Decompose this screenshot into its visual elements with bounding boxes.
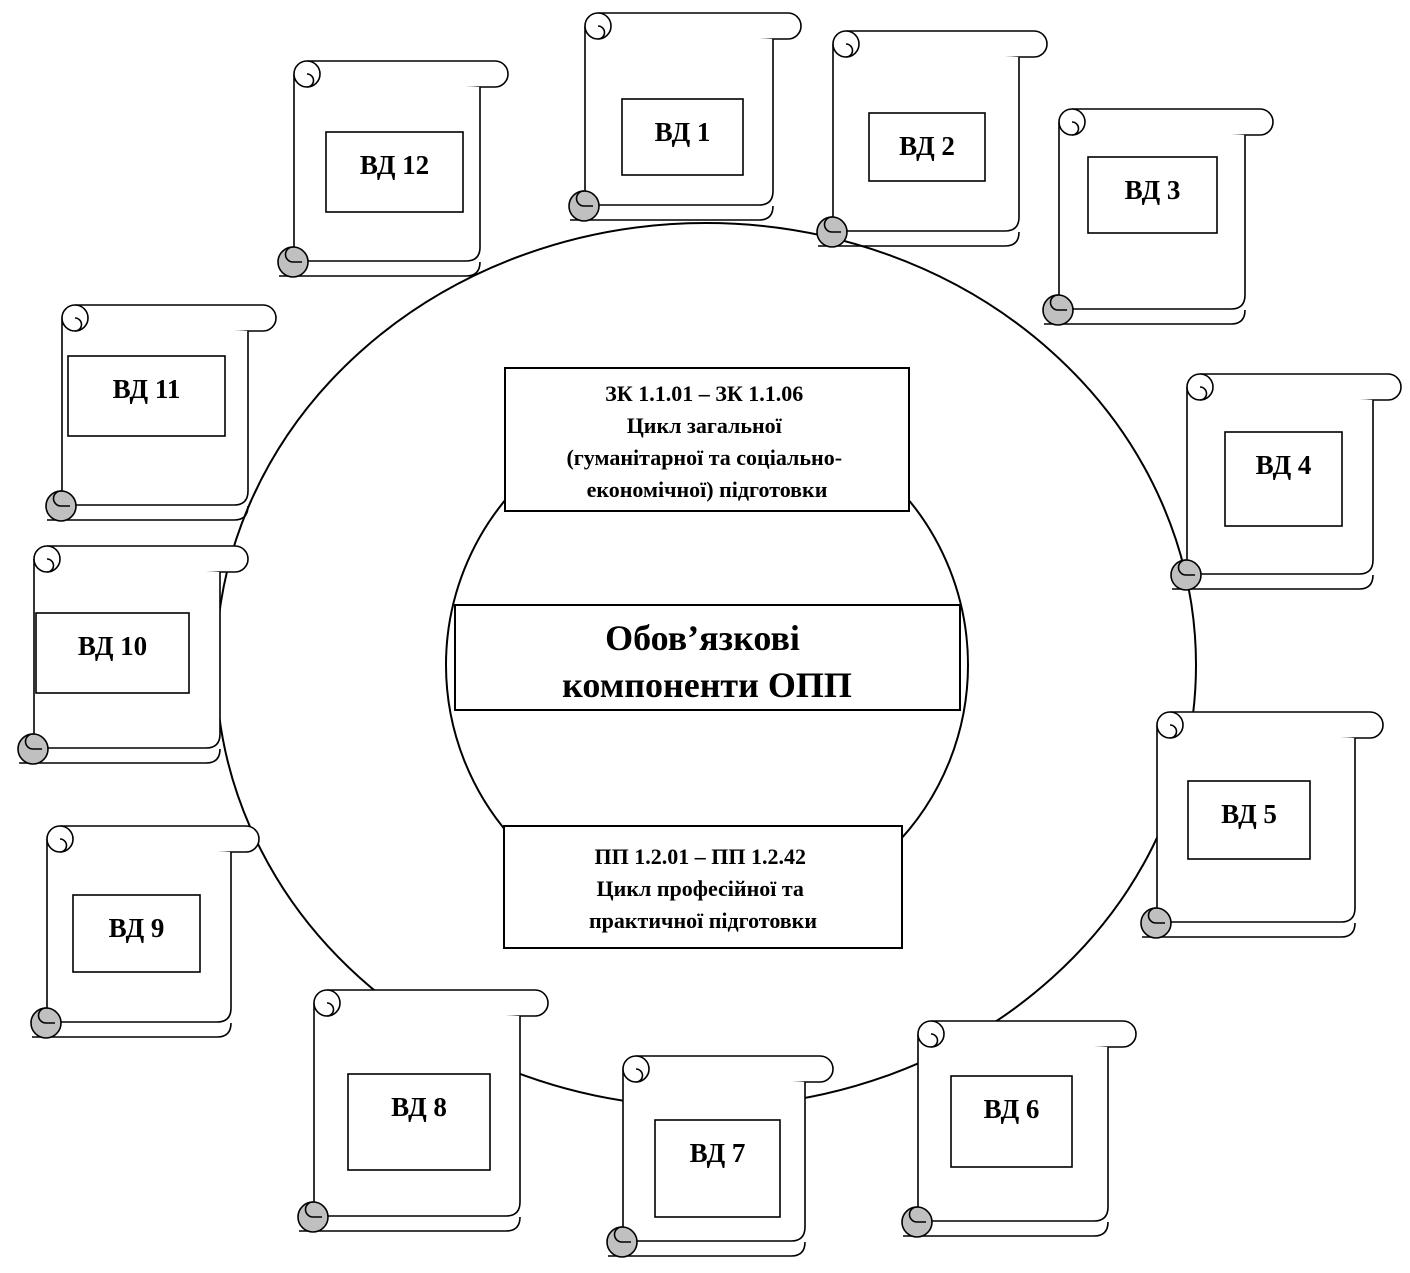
scroll-top-curl-inner (46, 558, 55, 573)
scroll-label: ВД 1 (655, 117, 711, 147)
scroll-label-box (868, 112, 986, 182)
scroll-bottom-edge (1172, 574, 1374, 590)
scroll-top-curl-inner (635, 1068, 644, 1083)
center-title-box (454, 604, 961, 711)
general-cycle-box (504, 367, 910, 512)
scroll-label: ВД 10 (78, 631, 147, 661)
scroll-bottom-edge (608, 1241, 806, 1257)
scroll-label-box (72, 894, 201, 973)
scroll-2: ВД 2 (816, 30, 1048, 248)
scroll-5: ВД 5 (1140, 711, 1384, 939)
scroll-label: ВД 11 (113, 374, 181, 404)
scroll-bottom-edge (19, 748, 221, 764)
scroll-top-curl-inner (845, 43, 854, 58)
scroll-label-box (347, 1073, 491, 1171)
scroll-8: ВД 8 (297, 989, 549, 1233)
scroll-bottom-curl-inner (908, 1206, 926, 1223)
scroll-label: ВД 5 (1221, 799, 1277, 829)
scroll-top-curl-inner (930, 1033, 939, 1048)
scroll-9: ВД 9 (30, 825, 260, 1039)
scroll-bottom-curl-inner (823, 216, 841, 233)
center-title-line-2: компоненти ОПП (562, 665, 852, 705)
scroll-label-box (325, 131, 464, 213)
professional-cycle-line-3: практичної підготовки (589, 908, 817, 933)
scroll-label-box (654, 1119, 781, 1218)
scroll-3: ВД 3 (1042, 108, 1274, 326)
scroll-label-box (1087, 156, 1218, 234)
scrolls-group: ВД 1 ВД 2 ВД 3 ВД 4 ВД 5 ВД 6 ВД 7 ВД 8 ВД 9 ВД 1… (17, 12, 1402, 1258)
scroll-1: ВД 1 (568, 12, 802, 222)
professional-cycle-box (503, 825, 903, 949)
general-cycle-line-2: Цикл загальної (627, 413, 783, 438)
scroll-label: ВД 7 (690, 1138, 746, 1168)
scroll-bottom-curl-inner (1049, 294, 1067, 311)
scroll-10: ВД 10 (17, 545, 249, 765)
scroll-top-curl-inner (306, 73, 315, 88)
scroll-bottom-curl-inner (575, 190, 593, 207)
scroll-label-box (67, 355, 226, 437)
center-title: Обов’язкові компоненти ОПП (562, 618, 852, 705)
scroll-top-curl-inner (326, 1002, 335, 1017)
scroll-label-box (1187, 780, 1311, 860)
general-cycle-line-1: ЗК 1.1.01 – ЗК 1.1.06 (605, 381, 803, 406)
scroll-bottom-edge (279, 261, 481, 277)
scroll-bottom-curl-inner (613, 1226, 631, 1243)
scroll-bottom-edge (47, 505, 249, 521)
scroll-bottom-edge (818, 231, 1020, 247)
scroll-label-box (35, 612, 190, 694)
scroll-bottom-curl-inner (1177, 559, 1195, 576)
professional-cycle-text: ПП 1.2.01 – ПП 1.2.42 Цикл професійної т… (589, 844, 817, 933)
general-cycle-text: ЗК 1.1.01 – ЗК 1.1.06 Цикл загальної (гу… (566, 381, 847, 502)
scroll-label: ВД 6 (984, 1094, 1040, 1124)
scroll-label-box (1224, 431, 1343, 527)
scroll-top-curl-inner (74, 317, 83, 332)
scroll-label: ВД 2 (899, 131, 955, 161)
scroll-bottom-edge (903, 1221, 1109, 1237)
scroll-bottom-edge (1142, 922, 1356, 938)
scroll-label: ВД 12 (360, 150, 429, 180)
scroll-12: ВД 12 (277, 60, 509, 278)
scroll-4: ВД 4 (1170, 373, 1402, 591)
scroll-top-curl-inner (1071, 121, 1080, 136)
scroll-label-box (950, 1075, 1073, 1168)
scroll-label: ВД 3 (1125, 175, 1181, 205)
scroll-bottom-edge (1044, 309, 1246, 325)
scroll-6: ВД 6 (901, 1020, 1137, 1238)
scroll-bottom-curl-inner (284, 246, 302, 263)
scroll-bottom-curl-inner (1147, 907, 1165, 924)
professional-cycle-line-2: Цикл професійної та (597, 876, 804, 901)
general-cycle-line-3: (гуманітарної та соціально- (566, 445, 842, 470)
center-title-line-1: Обов’язкові (605, 618, 800, 658)
scroll-top-curl-inner (597, 25, 606, 40)
scroll-label: ВД 8 (391, 1092, 447, 1122)
scroll-top-curl-inner (1199, 386, 1208, 401)
scroll-bottom-edge (299, 1216, 521, 1232)
professional-cycle-line-1: ПП 1.2.01 – ПП 1.2.42 (595, 844, 806, 869)
scroll-11: ВД 11 (45, 304, 277, 522)
scroll-bottom-edge (32, 1022, 232, 1038)
general-cycle-line-4: економічної) підготовки (587, 477, 828, 502)
scroll-bottom-curl-inner (37, 1007, 55, 1024)
scroll-bottom-curl-inner (52, 490, 70, 507)
scroll-top-curl-inner (1169, 724, 1178, 739)
scroll-label: ВД 9 (109, 913, 165, 943)
scroll-label-box (621, 98, 744, 176)
scroll-bottom-curl-inner (304, 1201, 322, 1218)
scroll-7: ВД 7 (606, 1055, 834, 1258)
scroll-top-curl-inner (59, 838, 68, 853)
scroll-label: ВД 4 (1256, 450, 1312, 480)
scroll-bottom-curl-inner (24, 733, 42, 750)
scroll-bottom-edge (570, 205, 774, 221)
